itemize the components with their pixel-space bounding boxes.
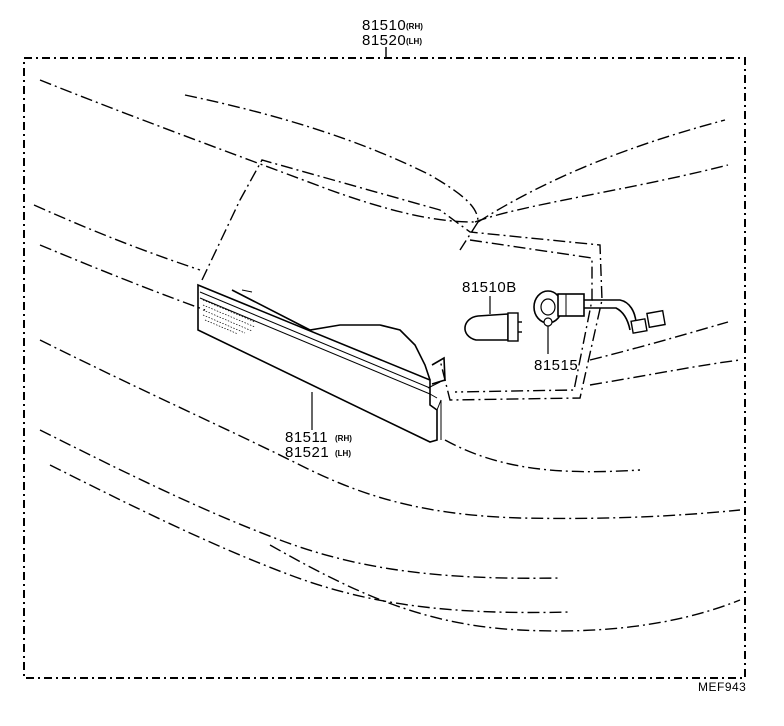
- socket-icon: [533, 290, 666, 334]
- lamp-housing-outline: [201, 159, 603, 401]
- assembly-part-rh: 81510: [362, 17, 406, 34]
- lens-body: [197, 283, 446, 443]
- lens-tag-lh: (LH): [335, 449, 351, 458]
- lens-tag-rh: (RH): [335, 434, 352, 443]
- bulb-icon: [464, 312, 522, 342]
- body-outlines: [33, 79, 741, 632]
- assembly-part-lh: 81520: [362, 32, 406, 49]
- reflector-pattern: [202, 299, 256, 335]
- assembly-frame: [23, 57, 746, 679]
- lens-part-rh: 81511: [285, 429, 328, 446]
- assembly-tag-rh: (RH): [406, 22, 423, 31]
- lens-part-lh: 81521: [285, 444, 329, 461]
- figure-code: MEF943: [698, 680, 746, 694]
- bulb-part: 81510B: [462, 279, 517, 296]
- assembly-tag-lh: (LH): [406, 37, 422, 46]
- socket-part: 81515: [534, 357, 578, 374]
